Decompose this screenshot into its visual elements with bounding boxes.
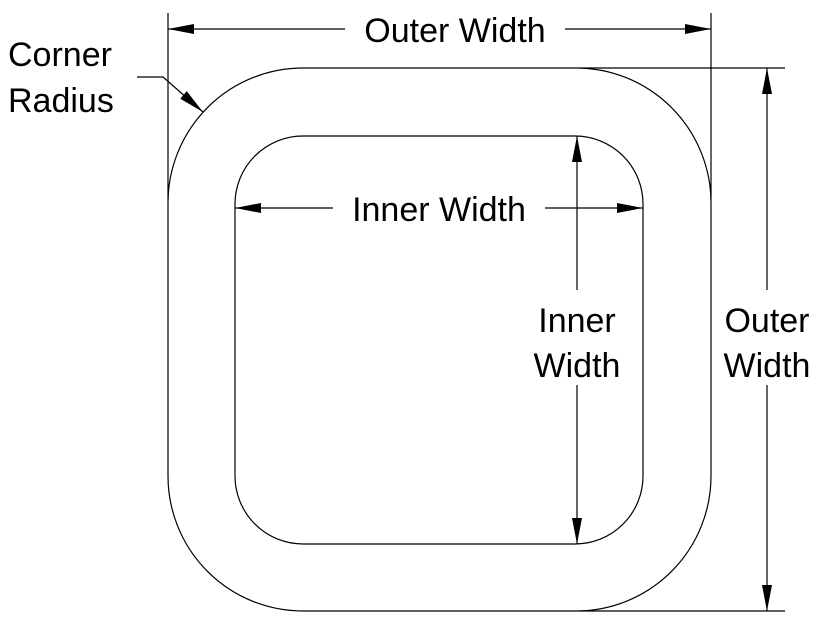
inner-width-horizontal-label: Inner Width — [352, 191, 526, 229]
corner-radius-label-1: Corner — [8, 36, 112, 74]
outer-width-right-label-1: Outer — [724, 302, 809, 340]
outer-width-right-label-2: Width — [724, 347, 811, 385]
outer-width-top-label: Outer Width — [364, 12, 545, 50]
inner-width-vertical-label-1: Inner — [538, 302, 616, 340]
corner-radius-label-2: Radius — [8, 82, 114, 120]
inner-rounded-square — [234, 135, 644, 545]
inner-width-vertical-label-2: Width — [534, 347, 621, 385]
corner-radius-leader — [137, 76, 204, 113]
outer-rounded-square — [167, 67, 712, 612]
